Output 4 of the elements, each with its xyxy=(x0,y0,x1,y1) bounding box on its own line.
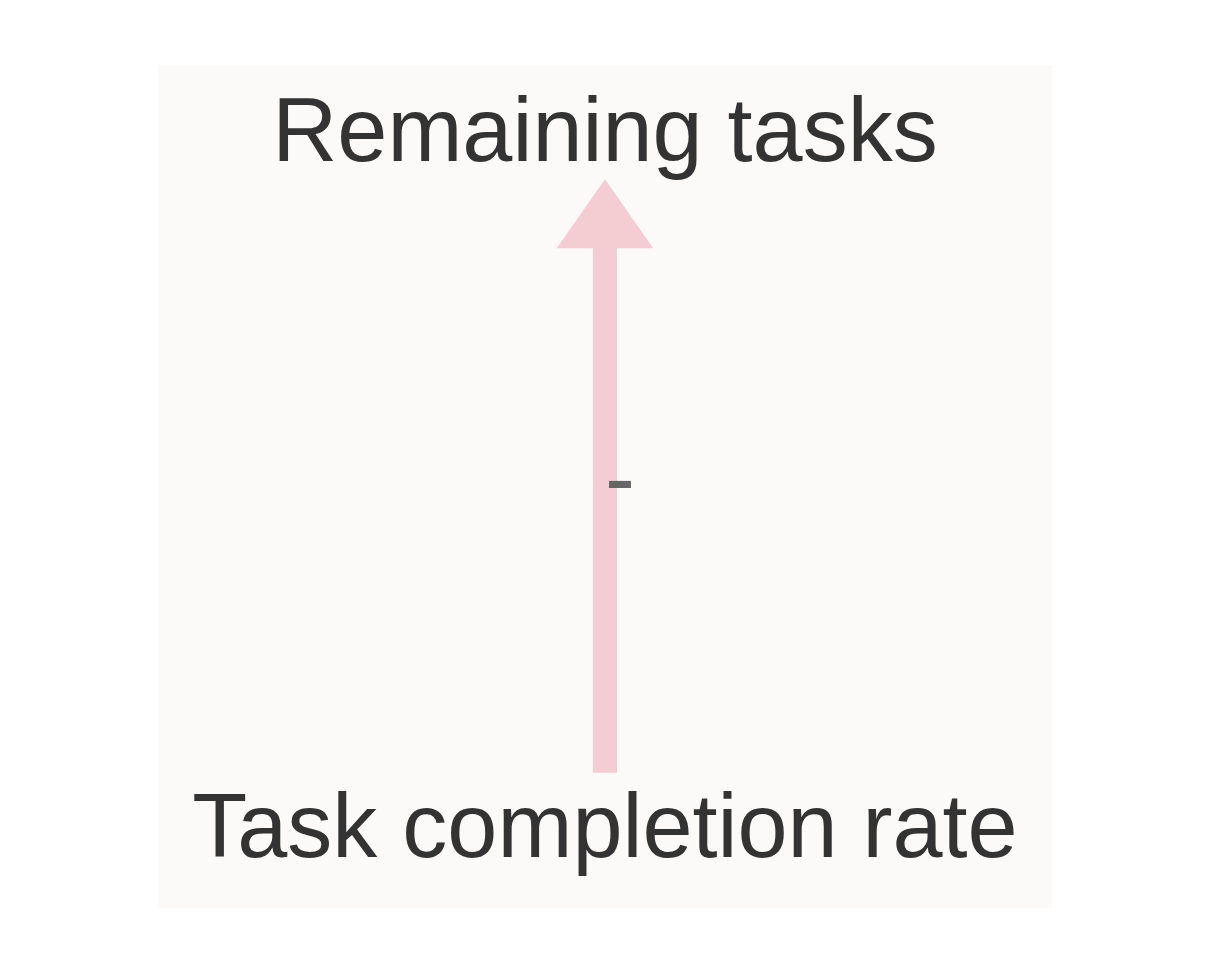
node-text: Task completion rate xyxy=(191,776,1018,876)
edge-label: - xyxy=(604,428,635,528)
arrow xyxy=(556,179,653,773)
node-text: Remaining tasks xyxy=(271,80,938,180)
